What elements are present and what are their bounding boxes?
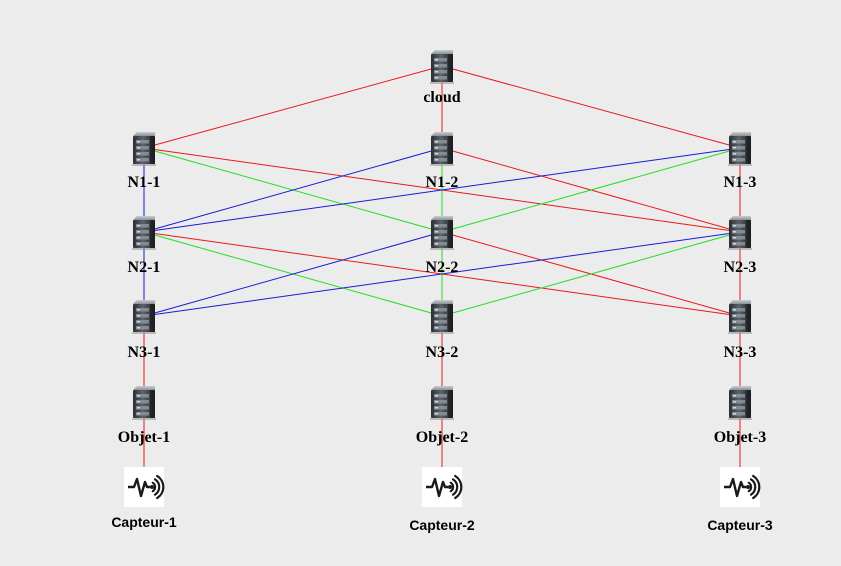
server-icon [430, 386, 454, 420]
node-label: Objet-2 [416, 429, 468, 446]
node-label: N3-2 [426, 344, 459, 361]
server-icon [132, 300, 156, 334]
links-layer [143, 65, 741, 487]
node-n23: N2-3 [724, 216, 757, 276]
node-cloud: cloud [423, 50, 461, 106]
server-icon [430, 300, 454, 334]
node-label: Objet-3 [714, 429, 766, 446]
link-n13-n22 [441, 147, 741, 233]
sensor-icon [720, 467, 761, 507]
node-n12: N1-2 [426, 132, 459, 191]
node-label: N2-3 [724, 259, 757, 276]
node-label: N1-3 [724, 174, 757, 191]
link-n23-n32 [441, 231, 741, 317]
node-c2: Capteur-2 [409, 467, 475, 533]
node-label: cloud [423, 89, 460, 106]
node-o2: Objet-2 [416, 386, 468, 446]
link-n13-n21 [143, 147, 741, 233]
node-label: Capteur-3 [707, 517, 773, 533]
node-n21: N2-1 [128, 216, 161, 276]
server-icon [132, 132, 156, 166]
node-label: Capteur-2 [409, 517, 475, 533]
node-o1: Objet-1 [118, 386, 170, 446]
link-n12-n21 [143, 147, 443, 233]
node-label: N2-2 [426, 259, 459, 276]
node-n13: N1-3 [724, 132, 757, 191]
node-label: Objet-1 [118, 429, 170, 446]
link-cloud-n11 [143, 65, 443, 149]
node-n11: N1-1 [128, 132, 161, 191]
server-icon [728, 132, 752, 166]
server-icon [132, 216, 156, 250]
node-label: N3-3 [724, 344, 757, 361]
node-label: N3-1 [128, 344, 161, 361]
sensor-icon [422, 467, 463, 507]
node-n22: N2-2 [426, 216, 459, 276]
node-n32: N3-2 [426, 300, 459, 361]
node-label: Capteur-1 [111, 514, 177, 530]
server-icon [430, 216, 454, 250]
node-c3: Capteur-3 [707, 467, 773, 533]
node-n31: N3-1 [128, 300, 161, 361]
link-cloud-n13 [441, 65, 741, 149]
link-n23-n31 [143, 231, 741, 317]
server-icon [430, 132, 454, 166]
node-n33: N3-3 [724, 300, 757, 361]
node-o3: Objet-3 [714, 386, 766, 446]
server-icon [728, 300, 752, 334]
link-n22-n31 [143, 231, 443, 317]
server-icon [728, 216, 752, 250]
node-label: N1-1 [128, 174, 161, 191]
server-icon [430, 50, 454, 84]
node-label: N2-1 [128, 259, 161, 276]
node-label: N1-2 [426, 174, 459, 191]
server-icon [132, 386, 156, 420]
server-icon [728, 386, 752, 420]
sensor-icon [124, 467, 165, 507]
node-c1: Capteur-1 [111, 467, 177, 530]
